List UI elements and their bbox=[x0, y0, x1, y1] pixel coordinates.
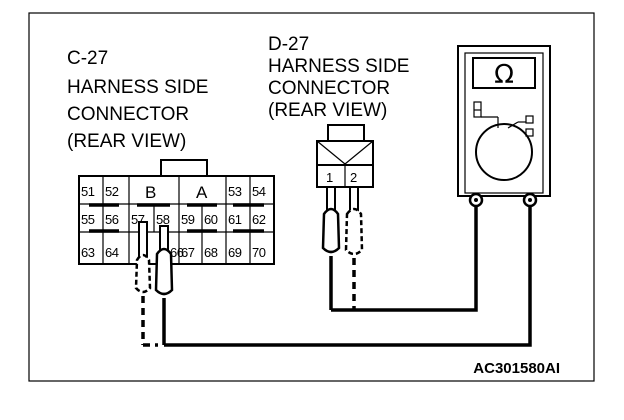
ohmmeter-body bbox=[457, 45, 551, 197]
d27-lock-tab bbox=[327, 124, 365, 142]
d27-probes bbox=[321, 186, 364, 310]
c27-pin-68: 68 bbox=[204, 245, 218, 260]
d27-pin-2: 2 bbox=[350, 170, 357, 185]
d27-label-line3: (REAR VIEW) bbox=[268, 100, 387, 121]
c27-pin-69: 69 bbox=[228, 245, 242, 260]
ohm-symbol: Ω bbox=[494, 60, 514, 90]
d27-pin-1: 1 bbox=[326, 170, 333, 185]
d27-label-line1: HARNESS SIDE bbox=[268, 56, 409, 77]
d27-label-line2: CONNECTOR bbox=[268, 78, 390, 99]
c27-pin-62: 62 bbox=[252, 212, 266, 227]
range-selector-dial bbox=[475, 123, 533, 181]
c27-pin-67: 67 bbox=[181, 245, 195, 260]
c27-pin-60: 60 bbox=[204, 212, 218, 227]
c27-lock-tab bbox=[160, 159, 208, 177]
ohmmeter: Ω bbox=[457, 45, 551, 208]
c27-pin-a: A bbox=[196, 183, 208, 202]
c27-pin-56: 56 bbox=[105, 212, 119, 227]
d27-id: D-27 bbox=[268, 34, 309, 55]
c27-pin-61: 61 bbox=[228, 212, 242, 227]
c27-probes bbox=[134, 221, 174, 347]
c27-connector: 51 52 B A 53 54 55 56 57 58 59 60 61 62 … bbox=[78, 159, 275, 265]
range-indicator-top bbox=[525, 115, 534, 124]
c27-pin-b: B bbox=[145, 183, 156, 202]
figure-code: AC301580AI bbox=[473, 360, 560, 377]
c27-pin-63: 63 bbox=[81, 245, 95, 260]
c27-pin-53: 53 bbox=[228, 184, 242, 199]
ohmmeter-display bbox=[472, 57, 536, 89]
figure-frame bbox=[28, 12, 595, 382]
c27-pin-52: 52 bbox=[105, 184, 119, 199]
c27-label-line3: (REAR VIEW) bbox=[67, 131, 186, 152]
c27-label-line2: CONNECTOR bbox=[67, 104, 189, 125]
c27-pin-51: 51 bbox=[81, 184, 95, 199]
c27-housing bbox=[78, 175, 275, 265]
c27-pin-55: 55 bbox=[81, 212, 95, 227]
c27-pin-70: 70 bbox=[252, 245, 266, 260]
c27-id: C-27 bbox=[67, 48, 108, 69]
c27-pin-64: 64 bbox=[105, 245, 119, 260]
c27-label-line1: HARNESS SIDE bbox=[67, 77, 208, 98]
c27-pin-58: 58 bbox=[156, 212, 170, 227]
c27-pin-54: 54 bbox=[252, 184, 266, 199]
d27-connector: 1 2 bbox=[316, 124, 374, 188]
meter-wiring bbox=[164, 202, 532, 347]
range-indicator-bottom bbox=[525, 128, 534, 137]
c27-pin-66: 66 bbox=[170, 245, 184, 260]
c27-pin-59: 59 bbox=[181, 212, 195, 227]
